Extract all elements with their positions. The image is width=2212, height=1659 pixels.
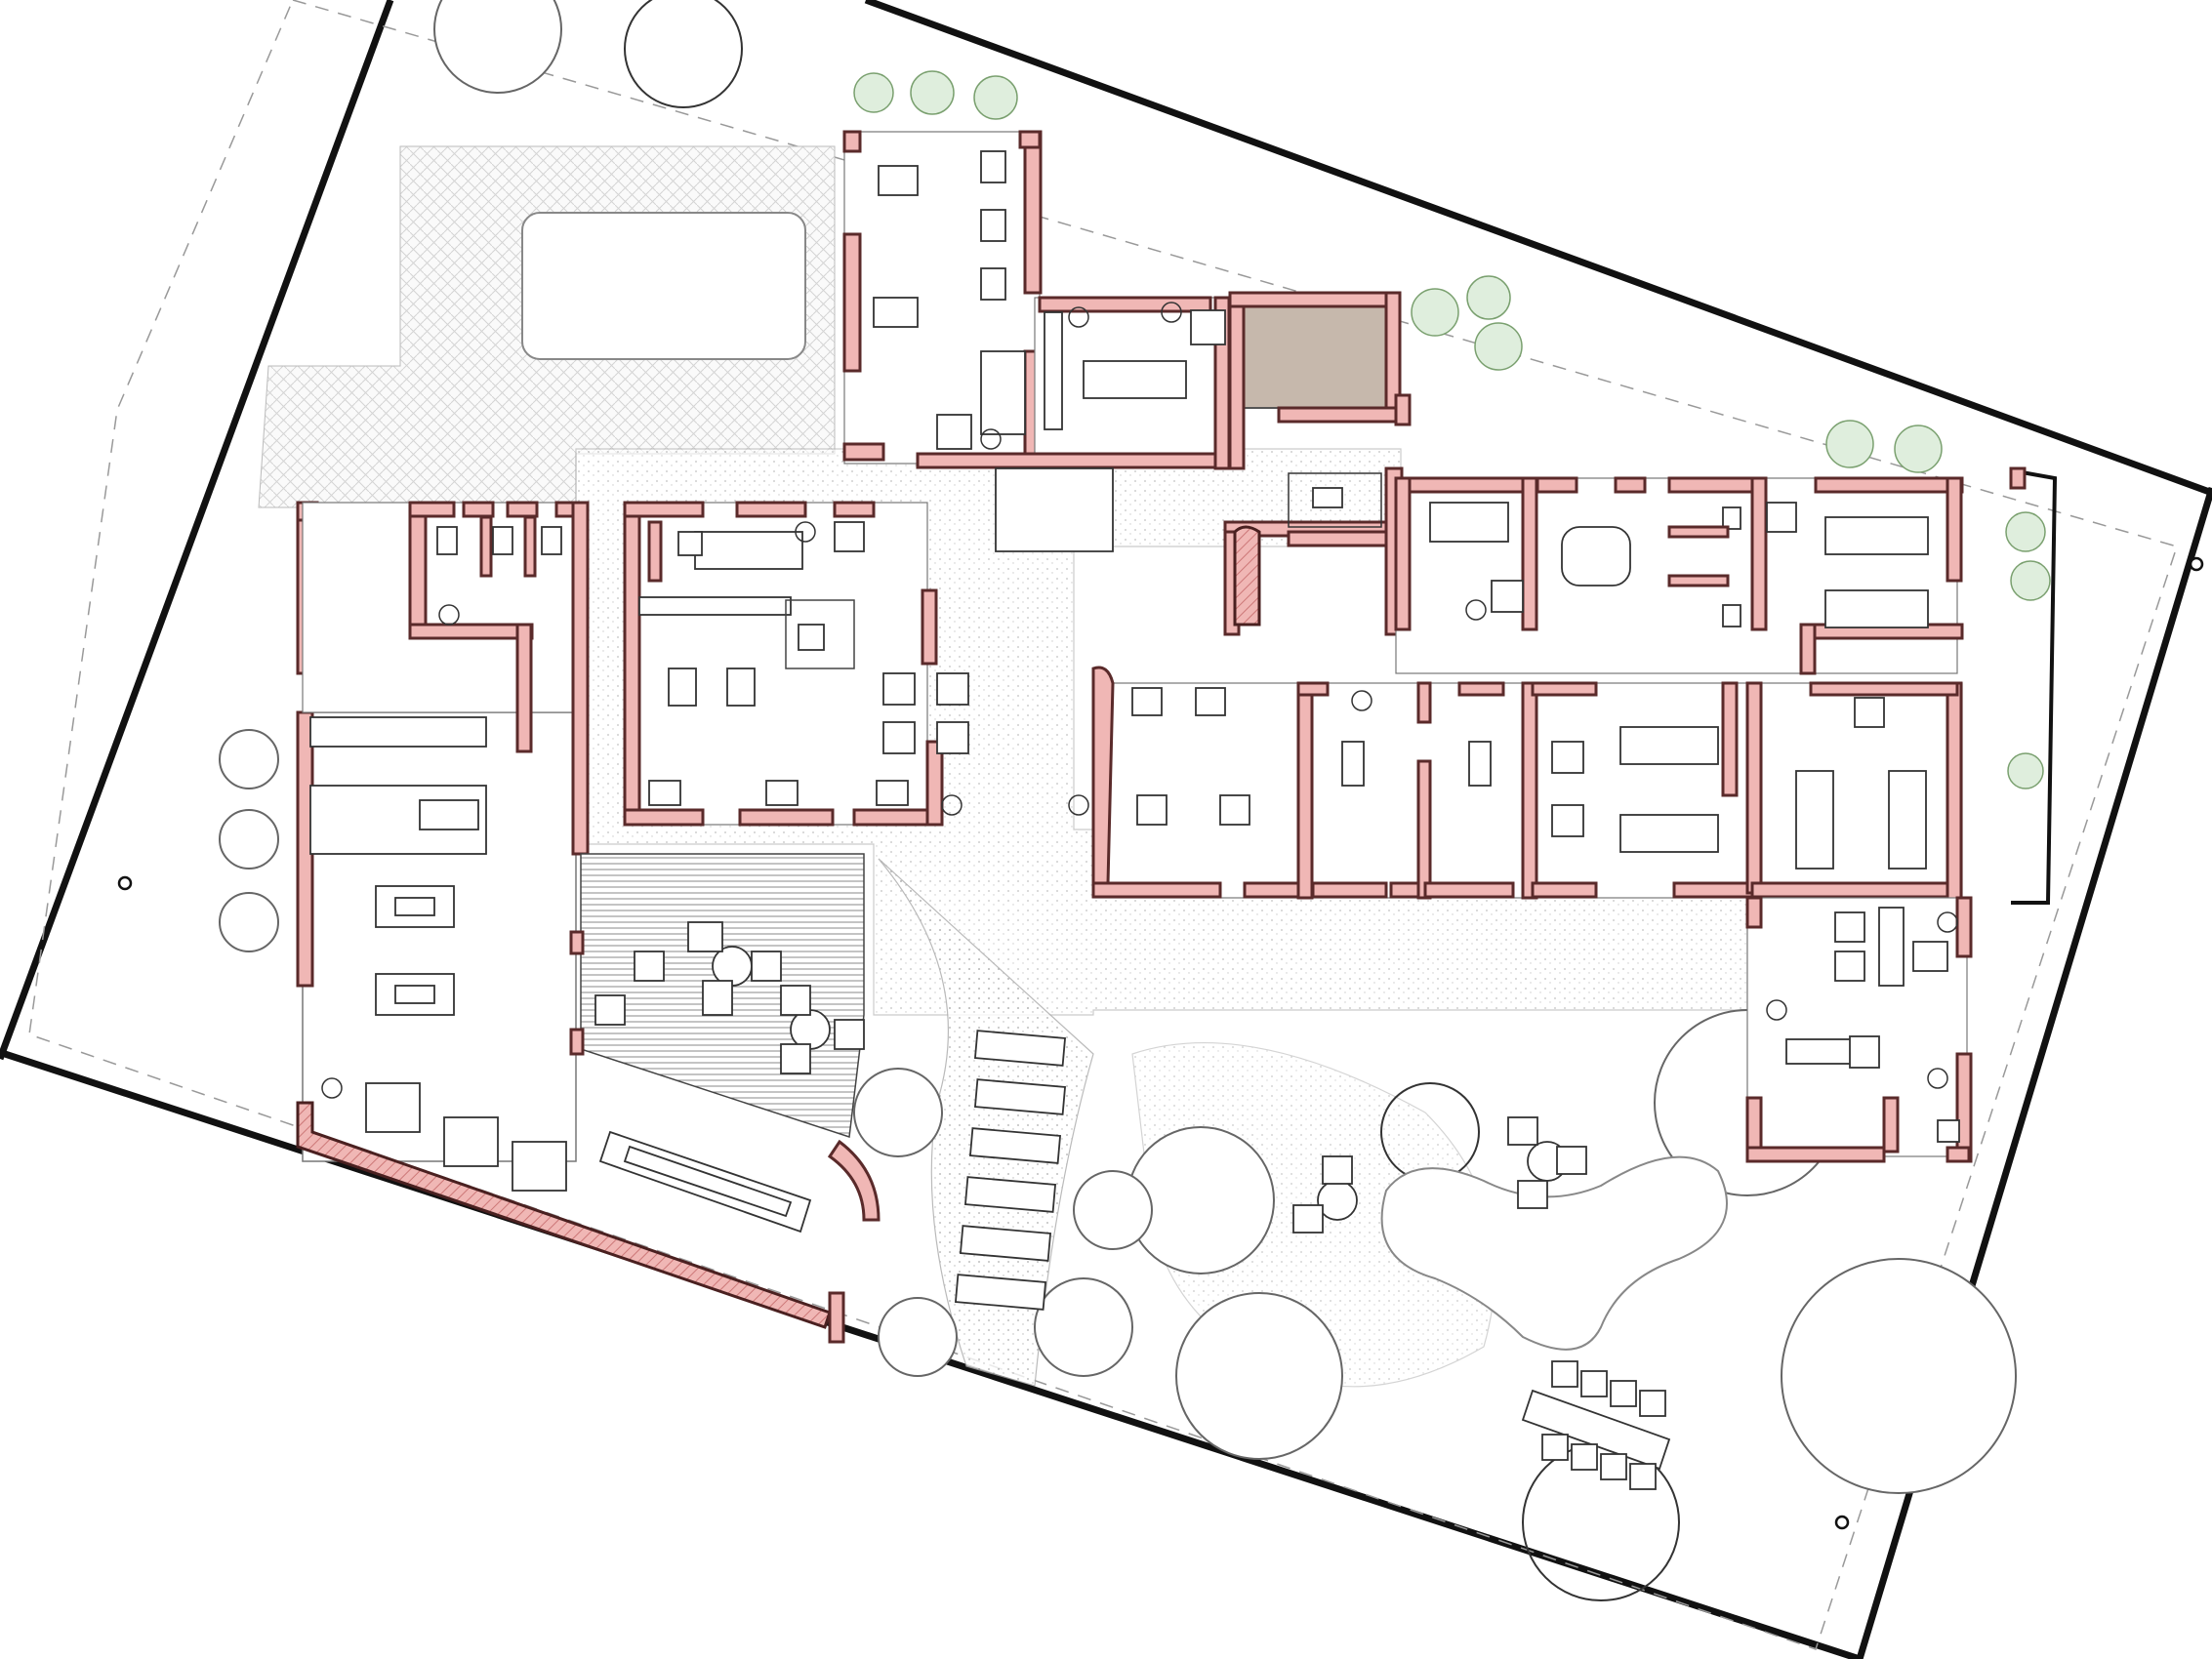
tree-icon — [219, 892, 279, 952]
armchair-icon — [1551, 697, 1885, 837]
table-icon — [1521, 1389, 1671, 1471]
building-left-wing — [296, 501, 881, 1344]
bed-icon — [694, 531, 803, 570]
reception-area — [995, 466, 1404, 636]
top-block — [842, 130, 1412, 470]
therapy-block — [623, 501, 969, 827]
bed-icon — [1619, 726, 1927, 870]
plant-icon — [321, 302, 1958, 1099]
restroom-tiled — [1234, 292, 1397, 409]
bed-icon — [1083, 360, 1187, 399]
toilet-icon — [436, 526, 562, 555]
tree-icon — [1781, 1258, 2017, 1494]
tree-icon — [433, 0, 562, 94]
tree-icon — [219, 809, 279, 870]
table-icon — [712, 946, 831, 1050]
armchair-icon — [1834, 911, 1948, 982]
tree-icon — [1175, 1292, 1343, 1460]
tree-icon — [878, 1297, 958, 1377]
tree-icon — [624, 0, 743, 108]
sofa-icon — [365, 1082, 567, 1192]
restroom-block-left — [302, 501, 590, 856]
chair-icon — [1541, 1360, 1666, 1490]
tree-icon — [1073, 1170, 1153, 1250]
bottom-right-wing — [1745, 896, 1973, 1163]
garden-seating — [1292, 1116, 1671, 1490]
survey-points — [117, 556, 2204, 1530]
right-upper-rooms — [1394, 476, 1964, 675]
tree-icon — [219, 729, 279, 789]
shrubs — [853, 70, 2051, 789]
armchair-icon — [936, 150, 1226, 450]
chair-icon — [648, 624, 909, 806]
terrace-deck — [569, 853, 865, 1138]
chair-icon — [594, 921, 865, 1074]
tree-icon — [853, 1068, 943, 1157]
chair-icon — [1136, 741, 1492, 826]
swimming-pool — [521, 212, 806, 360]
sofa-icon — [980, 350, 1026, 435]
tree-icon — [1034, 1277, 1133, 1377]
right-exterior-strip — [2009, 466, 2058, 905]
stepping-path — [954, 1030, 1067, 1311]
toilet-icon — [1937, 1119, 1960, 1143]
sink-icon — [1131, 687, 1226, 716]
toilet-icon — [1722, 506, 1741, 627]
paved-courtyard — [258, 145, 836, 508]
bed-icon — [1824, 516, 1929, 628]
armchair-icon — [677, 521, 969, 754]
chair-icon — [1292, 1116, 1587, 1234]
armchair-icon — [1491, 502, 1797, 613]
central-treatment-rooms — [1091, 666, 1963, 905]
